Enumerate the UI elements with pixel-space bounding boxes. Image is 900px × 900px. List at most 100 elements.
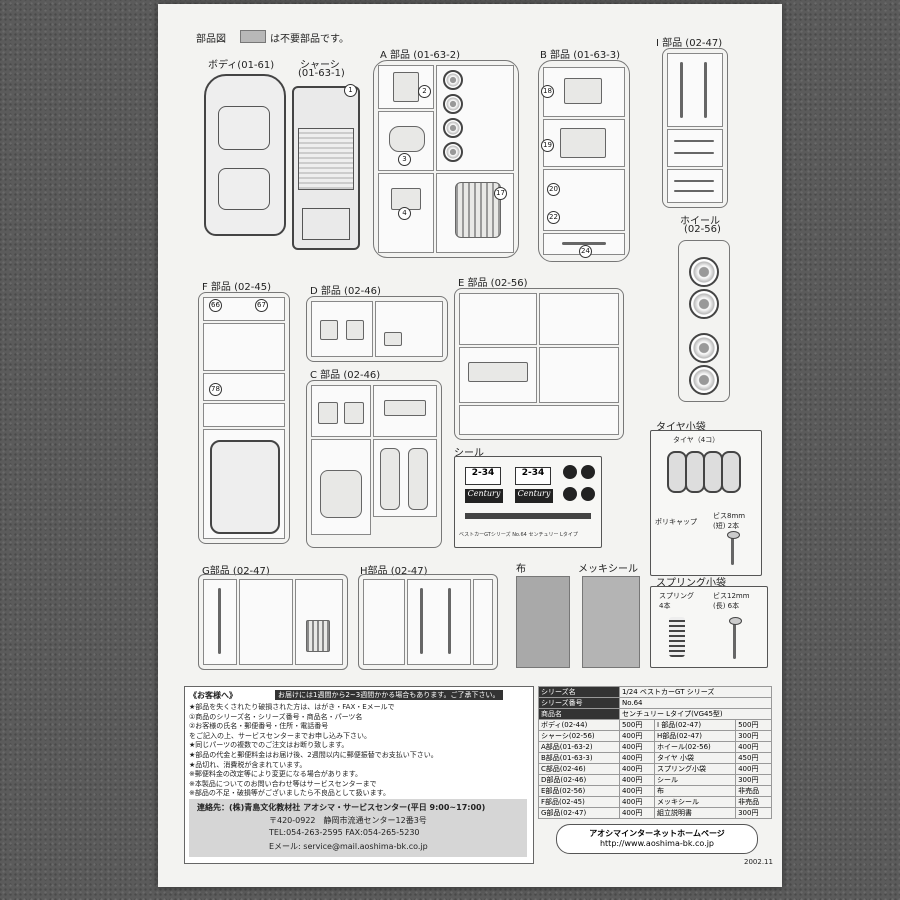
print-date: 2002.11	[744, 858, 773, 866]
c-cell	[311, 385, 371, 437]
c-cell	[373, 439, 437, 517]
wheel-part	[689, 365, 719, 395]
chassis-code: (01-63-1)	[298, 68, 345, 79]
unused-parts-swatch	[240, 30, 266, 43]
plate-decal: 2-34	[515, 467, 551, 485]
c-parts-title: C 部品 (02-46)	[310, 370, 381, 381]
wheel-part	[689, 289, 719, 319]
homepage-url[interactable]: http://www.aoshima-bk.co.jp	[599, 839, 715, 848]
a-parts-runner: 2 3 4 17	[373, 60, 519, 258]
e-cell	[459, 293, 537, 345]
polycap-label: ポリキャップ	[655, 518, 697, 526]
h-parts-title: H部品 (02-47)	[360, 566, 428, 577]
delivery-note: お届けには1週間から2~3週間かかる場合もあります。ご了承下さい。	[275, 690, 503, 700]
wheel-title: ホイール	[680, 216, 720, 227]
spring-part	[669, 617, 685, 657]
c-cell	[311, 439, 371, 535]
f-cell	[203, 403, 285, 427]
cloth-swatch	[516, 576, 570, 668]
chassis-title: シャーシ	[300, 60, 340, 71]
wheel-parts-runner	[678, 240, 730, 402]
g-cell	[295, 579, 343, 665]
i-cell	[667, 53, 723, 127]
h-cell	[473, 579, 493, 665]
c-parts-runner	[306, 380, 442, 548]
i-cell	[667, 129, 723, 167]
part-number: 22	[547, 211, 560, 224]
f-cell	[203, 429, 285, 539]
b-parts-title: B 部品 (01-63-3)	[540, 50, 621, 61]
h-cell	[363, 579, 405, 665]
b-cell	[543, 119, 625, 167]
e-parts-title: E 部品 (02-56)	[458, 278, 528, 289]
wheel-part	[689, 257, 719, 287]
e-cell	[459, 405, 619, 435]
tire-part	[703, 451, 723, 493]
tire-part	[685, 451, 705, 493]
screw-part	[733, 621, 736, 659]
part-number: 4	[398, 207, 411, 220]
d-cell	[375, 301, 443, 357]
wheel-code: (02-56)	[684, 224, 721, 235]
c-cell	[373, 385, 437, 437]
screw12-label: ビス12mm (長) 6本	[713, 592, 750, 610]
legend-text: は不要部品です。	[270, 34, 349, 45]
a-cell	[378, 111, 434, 171]
part-number: 67	[255, 299, 268, 312]
i-parts-runner	[662, 48, 728, 208]
e-parts-runner	[454, 288, 624, 440]
part-number: 17	[494, 187, 507, 200]
g-parts-runner	[198, 574, 348, 670]
part-number: 78	[209, 383, 222, 396]
d-parts-runner	[306, 296, 448, 362]
e-cell	[459, 347, 537, 403]
a-cell	[378, 65, 434, 109]
logo-decal: Century	[515, 489, 553, 503]
e-cell	[539, 293, 619, 345]
spring-bag-box: スプリング 4本 ビス12mm (長) 6本	[650, 586, 768, 668]
f-parts-runner: 66 67 78	[198, 292, 290, 544]
part-number: 2	[418, 85, 431, 98]
tire-part	[721, 451, 741, 493]
decal-sheet: 2-34 2-34 Century Century ベストカーGTシリーズ No…	[454, 456, 602, 548]
plate-decal: 2-34	[465, 467, 501, 485]
logo-decal: Century	[465, 489, 503, 503]
cloth-title: 布	[516, 564, 526, 575]
spring-label: スプリング 4本	[659, 592, 694, 610]
contact-block: 連絡先：(株)青島文化教材社 アオシマ・サービスセンター(平日 9:00~17:…	[189, 799, 527, 857]
decal-footer: ベストカーGTシリーズ No.64 センチュリー Lタイプ	[459, 532, 578, 538]
part-number: 20	[547, 183, 560, 196]
h-parts-runner	[358, 574, 498, 670]
g-cell	[239, 579, 293, 665]
a-parts-title: A 部品 (01-63-2)	[380, 50, 461, 61]
f-parts-title: F 部品 (02-45)	[202, 282, 271, 293]
body-part-drawing	[204, 74, 286, 236]
h-cell	[407, 579, 471, 665]
spring-bag-title: スプリング小袋	[656, 578, 726, 589]
tire-bag-title: タイヤ小袋	[656, 422, 706, 433]
e-cell	[539, 347, 619, 403]
email-link[interactable]: Eメール: service@mail.aoshima-bk.co.jp	[269, 842, 428, 851]
part-number: 24	[579, 245, 592, 258]
d-cell	[311, 301, 373, 357]
customer-heading: 《お客様へ》	[189, 691, 237, 700]
legend-label: 部品図	[196, 34, 226, 45]
homepage-badge[interactable]: アオシマインターネットホームページ http://www.aoshima-bk.…	[556, 824, 758, 854]
screw-part	[731, 535, 734, 565]
seal-title: シール	[454, 448, 484, 459]
part-number: 66	[209, 299, 222, 312]
i-parts-title: I 部品 (02-47)	[656, 38, 723, 49]
part-number: 3	[398, 153, 411, 166]
instruction-sheet: 部品図 は不要部品です。 ボディ(01-61) シャーシ (01-63-1) 1…	[158, 4, 782, 887]
f-cell	[203, 323, 285, 371]
g-cell	[203, 579, 237, 665]
tire-part	[667, 451, 687, 493]
a-cell	[436, 65, 514, 171]
tire-bag-box: タイヤ（4コ） ポリキャップ ビス8mm (短) 2本	[650, 430, 762, 576]
d-parts-title: D 部品 (02-46)	[310, 286, 381, 297]
b-parts-runner: 18 19 20 22 24	[538, 60, 630, 262]
chassis-part-drawing	[292, 86, 360, 250]
tire-label: タイヤ（4コ）	[673, 436, 720, 444]
